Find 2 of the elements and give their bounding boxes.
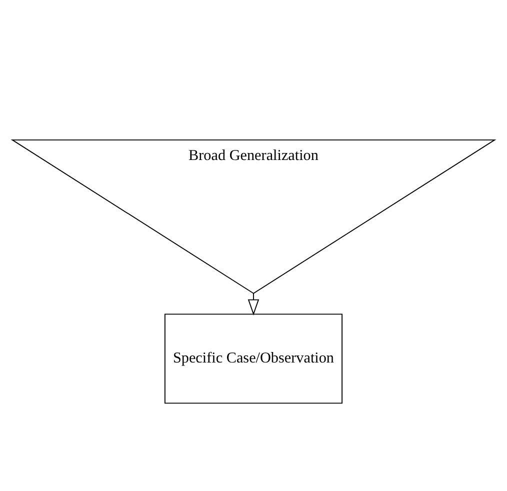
arrow <box>248 292 260 315</box>
node-box: Specific Case/Observation <box>164 313 343 404</box>
